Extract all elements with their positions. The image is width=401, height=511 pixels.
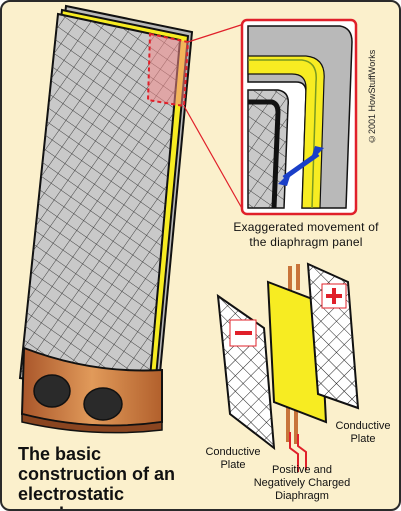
zoom-caption: Exaggerated movement of the diaphragm pa… bbox=[233, 220, 379, 249]
label-right-plate: Conductive Plate bbox=[335, 420, 391, 445]
speaker-base bbox=[20, 346, 163, 434]
zoom-inset bbox=[240, 18, 358, 216]
exploded-view bbox=[216, 262, 360, 472]
movement-arrow bbox=[278, 146, 324, 186]
diagram-title: The basic construction of an electrostat… bbox=[18, 444, 175, 509]
label-left-plate: Conductive Plate bbox=[205, 446, 261, 471]
callout-line-bottom bbox=[183, 105, 245, 213]
woofer-right bbox=[83, 387, 123, 421]
callout-line-top bbox=[187, 23, 245, 43]
speaker-panel bbox=[18, 4, 194, 402]
left-conductive-plate bbox=[216, 293, 276, 451]
label-diaphragm: Positive and Negatively Charged Diaphrag… bbox=[253, 464, 351, 502]
woofer-left bbox=[33, 374, 71, 408]
right-conductive-plate bbox=[306, 262, 360, 410]
credit-text: ©2001 HowStuffWorks bbox=[367, 49, 377, 144]
